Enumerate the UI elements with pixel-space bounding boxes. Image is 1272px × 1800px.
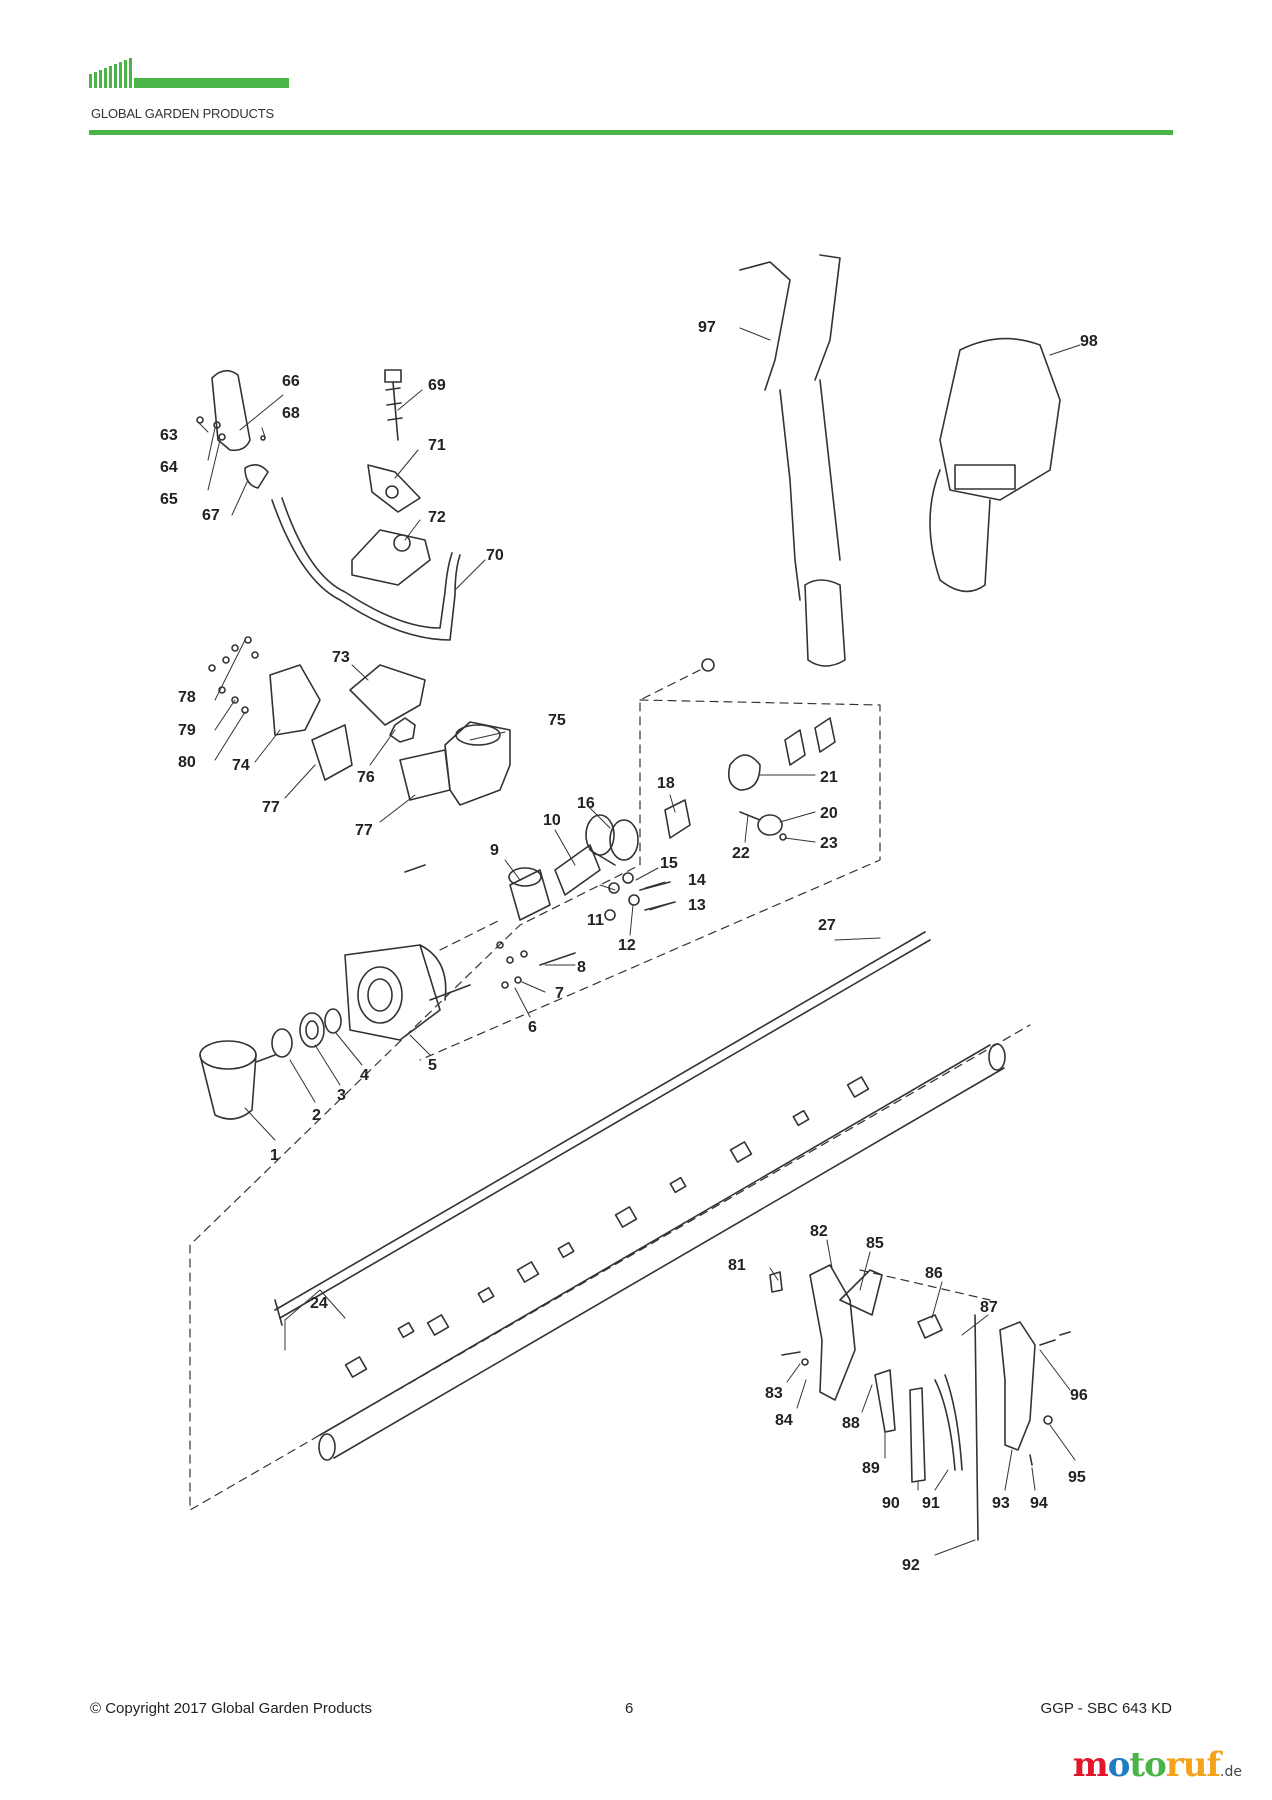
part-label: 83	[765, 1385, 783, 1402]
part-label: 10	[543, 812, 561, 829]
part-harness	[929, 337, 1061, 593]
part-handle-bar	[271, 497, 461, 641]
part-label: 92	[902, 1557, 920, 1574]
part-label: 64	[160, 459, 178, 476]
part-label: 65	[160, 491, 178, 508]
part-label: 67	[202, 507, 220, 524]
leader-lines	[197, 327, 1081, 1556]
assembly-guide-lines	[189, 669, 1031, 1511]
part-label: 27	[818, 917, 836, 934]
part-drum	[199, 1040, 276, 1120]
part-bushings	[344, 1076, 870, 1378]
part-label: 77	[262, 799, 280, 816]
part-label: 5	[428, 1057, 437, 1074]
part-label: 9	[490, 842, 499, 859]
part-label: 1	[270, 1147, 279, 1164]
part-label: 21	[820, 769, 838, 786]
part-label: 7	[555, 985, 564, 1002]
part-label: 79	[178, 722, 196, 739]
part-label: 4	[360, 1067, 369, 1084]
part-clips	[727, 717, 836, 841]
part-label: 2	[312, 1107, 321, 1124]
part-label: 96	[1070, 1387, 1088, 1404]
part-tube	[318, 1043, 1006, 1461]
part-label: 85	[866, 1235, 884, 1252]
part-label: 68	[282, 405, 300, 422]
part-label: 63	[160, 427, 178, 444]
part-engine-mount	[399, 658, 715, 806]
part-label: 71	[428, 437, 446, 454]
part-label: 91	[922, 1495, 940, 1512]
page-number: 6	[625, 1700, 634, 1717]
part-label: 89	[862, 1460, 880, 1477]
part-label: 73	[332, 649, 350, 666]
part-number-labels: 1 2 3 4 5 6 7 8 9 10 11 12 13 14 15 16 1…	[160, 319, 1098, 1574]
part-label: 66	[282, 373, 300, 390]
part-screws	[404, 864, 576, 1001]
part-clutch-housing	[344, 944, 447, 1041]
part-label: 74	[232, 757, 250, 774]
part-label: 87	[980, 1299, 998, 1316]
part-grip-handle	[196, 369, 269, 489]
part-label: 8	[577, 959, 586, 976]
part-label: 72	[428, 509, 446, 526]
part-label: 3	[337, 1087, 346, 1104]
model-number: GGP - SBC 643 KD	[1040, 1700, 1172, 1717]
part-label: 95	[1068, 1469, 1086, 1486]
part-label: 88	[842, 1415, 860, 1432]
part-label: 16	[577, 795, 595, 812]
part-label: 23	[820, 835, 838, 852]
part-label: 94	[1030, 1495, 1048, 1512]
part-label: 12	[618, 937, 636, 954]
part-bolt	[384, 369, 403, 441]
part-clamp	[664, 799, 691, 839]
header-rule	[89, 130, 1173, 135]
part-control-handle	[769, 1264, 1071, 1541]
part-label: 78	[178, 689, 196, 706]
part-label: 77	[355, 822, 373, 839]
part-label: 97	[698, 319, 716, 336]
part-handle-clamp	[269, 664, 426, 781]
part-label: 15	[660, 855, 678, 872]
part-label: 75	[548, 712, 566, 729]
part-label: 18	[657, 775, 675, 792]
part-label: 93	[992, 1495, 1010, 1512]
logo-bars-icon	[89, 58, 289, 88]
copyright-text: © Copyright 2017 Global Garden Products	[90, 1700, 373, 1717]
part-label: 11	[587, 912, 604, 929]
global-garden-products-logo	[89, 58, 289, 88]
part-washers	[271, 1008, 342, 1058]
part-label: 90	[882, 1495, 900, 1512]
company-name: GLOBAL GARDEN PRODUCTS	[91, 106, 274, 121]
part-label: 81	[728, 1257, 746, 1274]
part-label: 98	[1080, 333, 1098, 350]
part-label: 24	[310, 1295, 328, 1312]
part-label: 20	[820, 805, 838, 822]
part-label: 22	[732, 845, 750, 862]
part-label: 84	[775, 1412, 793, 1429]
part-label: 70	[486, 547, 504, 564]
part-label: 14	[688, 872, 706, 889]
part-upper-clamp	[351, 529, 431, 586]
part-label: 80	[178, 754, 196, 771]
part-shoulder-strap	[739, 254, 846, 667]
part-label: 86	[925, 1265, 943, 1282]
part-drive-shaft	[274, 931, 931, 1326]
part-label: 6	[528, 1019, 537, 1036]
part-wing-knob	[367, 464, 421, 513]
part-label: 76	[357, 769, 375, 786]
part-label: 69	[428, 377, 446, 394]
motoruf-watermark: motoruf.de	[1072, 1745, 1242, 1785]
part-label: 82	[810, 1223, 828, 1240]
part-sleeves	[508, 814, 616, 921]
part-label: 13	[688, 897, 706, 914]
